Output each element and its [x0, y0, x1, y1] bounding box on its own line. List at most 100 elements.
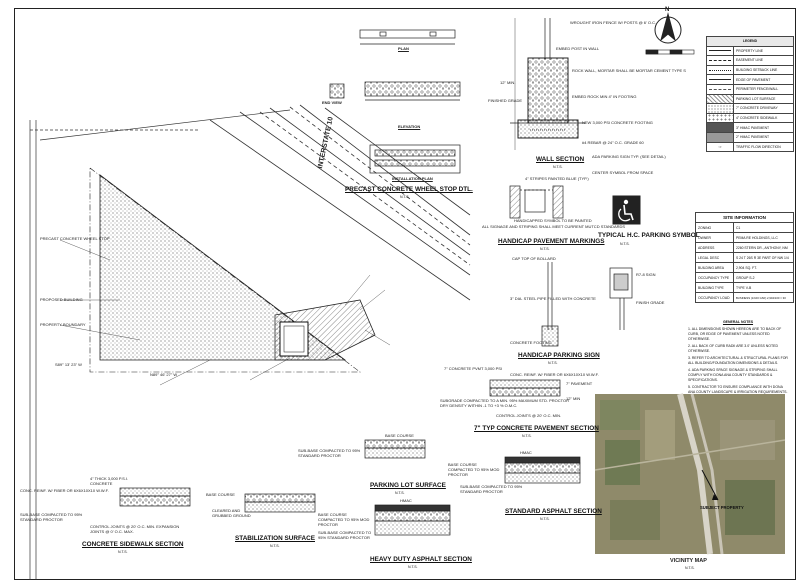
legend-item: TRAFFIC FLOW DIRECTION: [733, 141, 794, 153]
legend-item: BUILDING SETBACK LINE: [733, 64, 794, 76]
subject-property-label: SUBJECT PROPERTY: [700, 505, 744, 510]
legend-title: LEGEND: [706, 36, 794, 47]
site-info-value: GROUP S-2: [732, 272, 795, 283]
wall-note-2: EMBED POST IN WALL: [556, 46, 600, 51]
legend-item: 2" HMAC PAVEMENT: [733, 131, 794, 143]
heavy-asphalt-note-1: HMAC: [400, 498, 412, 503]
general-note: 3. REFER TO ARCHITECTURAL & STRUCTURAL P…: [688, 356, 788, 365]
heavy-asphalt-scale: N.T.S.: [408, 565, 418, 569]
wall-section-title: WALL SECTION: [536, 156, 585, 163]
sidewalk-scale: N.T.S.: [118, 550, 128, 554]
stabilization-title: STABILIZATION SURFACE: [235, 535, 315, 542]
std-asphalt-note-3: SUB-BASE COMPACTED TO 95% STANDARD PROCT…: [460, 484, 523, 494]
hc-sign-title: HANDICAP PARKING SIGN: [518, 352, 600, 359]
site-note-3: PROPOSED BUILDING: [40, 297, 83, 302]
wall-note-5: FINISHED GRADE: [488, 98, 523, 103]
hc-note-4: 4" STRIPES PAINTED BLUE (TYP.): [525, 176, 589, 181]
stab-note-2: CLEARED AND GRUBBED GROUND: [212, 508, 251, 518]
wheel-stop-scale: N.T.S.: [400, 195, 410, 199]
conc-note-2: CONC. REINF. W/ FIBER OR 6X6X10X10 W.W.F…: [510, 372, 599, 377]
stabilization-drawing: [244, 493, 316, 513]
sign-note-4: CONCRETE FOOTING: [510, 340, 552, 345]
general-note: 2. ALL BACK OF CURB RADII ARE 3.0' UNLES…: [688, 344, 779, 353]
wall-note-4: EMBED ROCK MIN 4" IN FOOTING: [572, 94, 637, 99]
vicinity-map-image: [594, 393, 786, 555]
legend-item: PERIMETER FENCE/WALL: [733, 83, 794, 95]
site-info-value: S 24 T 26S R 3E PART OF NW 1/4: [732, 252, 795, 263]
standard-asphalt-scale: N.T.S.: [540, 517, 550, 521]
wall-note-1: WROUGHT IRON FENCE W/ POSTS @ 6' O.C.: [570, 20, 657, 25]
hc-note-3: HANDICAPPED SYMBOL TO BE PAINTED: [514, 218, 592, 223]
site-info-label: ADDRESS: [695, 242, 734, 253]
concrete-pavement-scale: N.T.S.: [522, 434, 532, 438]
hc-markings-title: HANDICAP PAVEMENT MARKINGS: [498, 238, 605, 245]
hc-parking-symbol: [612, 195, 641, 225]
wall-section-drawing: [510, 18, 585, 150]
site-info-label: OCCUPANCY TYPE: [695, 272, 734, 283]
building-footprint: [279, 321, 309, 357]
general-note: 5. CONTRACTOR TO ENSURE COMPLIANCE WITH …: [688, 385, 788, 394]
vicinity-map-scale: N.T.S.: [685, 566, 695, 570]
lot-note-1: BASE COURSE: [385, 433, 414, 438]
hc-note-2: CENTER SYMBOL FROM SPACE: [592, 170, 654, 175]
legend-item: 7" CONCRETE DRIVEWAY: [733, 103, 794, 114]
sign-note-3: FINISH GRADE: [636, 300, 665, 305]
vicinity-map-title: VICINITY MAP: [670, 558, 707, 564]
site-info-label: BUILDING AREA: [695, 262, 734, 273]
bearing-1: S89° 13' 23" W: [55, 362, 82, 367]
site-info-value: TYPE V-B: [732, 282, 795, 293]
scale-bar: [645, 49, 695, 55]
hc-note-1: ADA PARKING SIGN TYP. (SEE DETAIL): [592, 154, 666, 159]
legend-item: PROPERTY LINE: [733, 45, 794, 57]
concrete-pavement-drawing: [489, 379, 561, 397]
heavy-asphalt-note-2: BASE COURSE COMPACTED TO 95% MOD PROCTOR: [318, 512, 370, 527]
handicap-sign-drawing: [541, 262, 633, 347]
site-note-1: PRECAST CONCRETE WHEEL STOP: [40, 236, 110, 241]
elevation-label: ELEVATION: [398, 124, 421, 129]
parking-lot-scale: N.T.S.: [395, 491, 405, 495]
hc-symbol-title: TYPICAL H.C. PARKING SYMBOL: [598, 232, 700, 239]
hc-markings-scale: N.T.S.: [540, 247, 550, 251]
site-info-title: SITE INFORMATION: [695, 212, 794, 223]
stab-note-1: BASE COURSE: [206, 492, 235, 497]
heavy-asphalt-title: HEAVY DUTY ASPHALT SECTION: [370, 556, 472, 563]
general-notes-title: GENERAL NOTES: [722, 320, 754, 324]
hc-sign-scale: N.T.S.: [548, 361, 558, 365]
wall-note-8: 12" MIN.: [500, 80, 516, 85]
hc-symbol-scale: N.T.S.: [620, 242, 630, 246]
handicap-pavement-drawing: [509, 185, 564, 219]
sidewalk-note-2: CONC. REINF. W/ FIBER OR 6X6X10X10 W.W.F…: [20, 488, 109, 493]
sidewalk-note-4: CONTROL JOINTS @ 20' O.C. MIN. EXPANSION…: [90, 524, 180, 534]
legend-item: EDGE OF PAVEMENT: [733, 74, 794, 85]
conc-note-6: CONTROL JOINTS @ 20' O.C. MIN.: [496, 413, 562, 418]
north-arrow: [654, 12, 682, 44]
site-info-label: LEGAL DESC: [695, 252, 734, 263]
wall-note-3: ROCK WALL, MORTAR SHALL BE MORTAR CEMENT…: [572, 68, 686, 73]
end-view-label: END VIEW: [322, 100, 342, 105]
concrete-pavement-title: 7" TYP CONCRETE PAVEMENT SECTION: [474, 425, 599, 432]
site-info-value: BUSINESS (1/100 GSF) 2,904/100 = 30: [732, 292, 795, 303]
sign-note-2: R7-8 SIGN: [636, 272, 656, 277]
legend-item: 4" CONCRETE SIDEWALK: [733, 112, 794, 124]
stabilization-scale: N.T.S.: [270, 544, 280, 548]
conc-note-1: 7" CONCRETE PVMT 3,000 PSI: [444, 366, 503, 371]
lot-note-2: SUB-BASE COMPACTED TO 95% STANDARD PROCT…: [298, 448, 361, 458]
std-asphalt-note-2: BASE COURSE COMPACTED TO 95% MOD PROCTOR: [448, 462, 500, 477]
conc-note-5: SUBGRADE COMPACTED TO A MIN. 95% MAXIMUM…: [440, 398, 570, 408]
legend-item: 3" HMAC PAVEMENT: [733, 122, 794, 133]
arrow-icon: ⇨: [706, 141, 734, 153]
general-note: 4. ADA PARKING SPACE SIGNAGE & STRIPING …: [688, 368, 778, 382]
wall-note-7: #4 REBAR @ 24" O.C. GRADE 60: [582, 140, 644, 145]
wall-note-6: NEW 3,000 PSI CONCRETE FOOTING: [582, 120, 653, 125]
heavy-asphalt-note-3: SUB-BASE COMPACTED TO 95% STANDARD PROCT…: [318, 530, 372, 540]
sidewalk-note-1: 4" THICK 3,000 P.S.I. CONCRETE: [90, 476, 129, 486]
legend-table: LEGEND PROPERTY LINE EASEMENT LINE BUILD…: [706, 36, 794, 153]
standard-asphalt-title: STANDARD ASPHALT SECTION: [505, 508, 602, 515]
site-info-value: C1: [732, 222, 795, 233]
wheel-stop-plan-label: PLAN: [398, 46, 409, 51]
parking-lot-title: PARKING LOT SURFACE: [370, 482, 446, 489]
conc-note-3: 7" PAVEMENT: [566, 381, 593, 386]
site-info-label: OWNER: [695, 232, 734, 243]
